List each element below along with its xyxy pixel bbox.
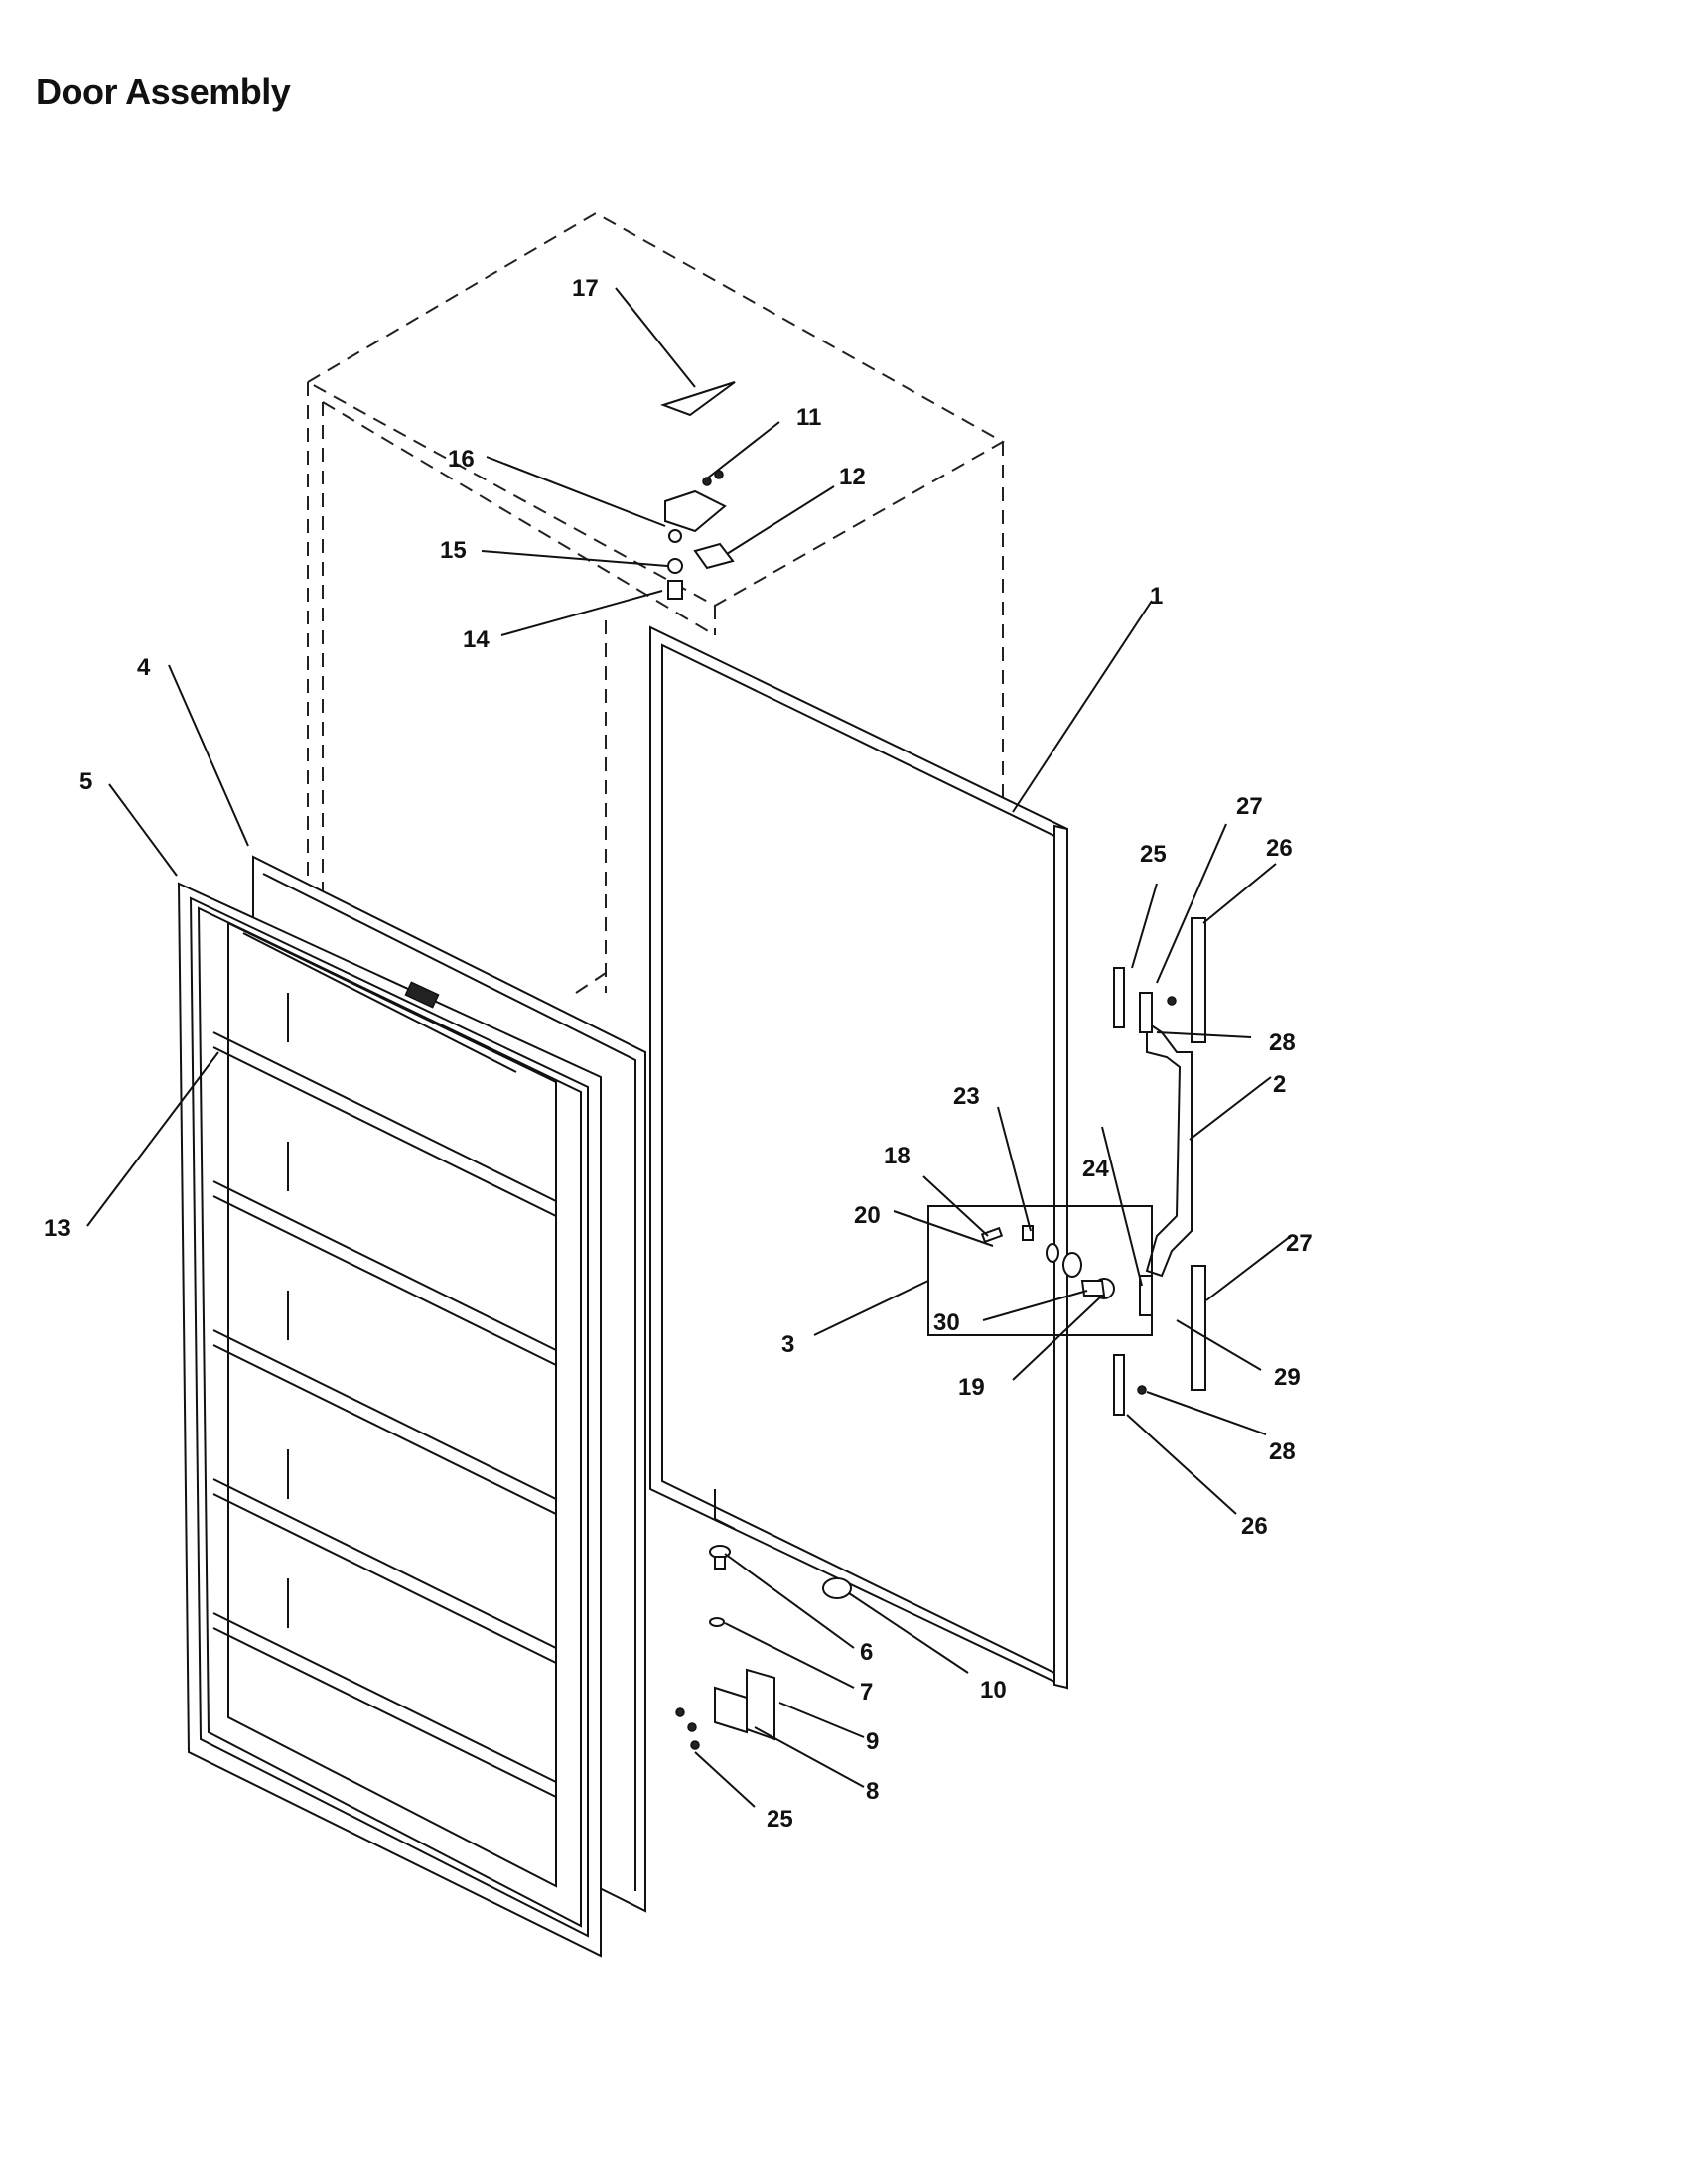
callout-16: 16 (448, 446, 475, 473)
callout-20: 20 (854, 1202, 881, 1229)
callout-14: 14 (463, 626, 490, 653)
top-hinge-hardware (659, 381, 736, 600)
callout-29: 25 (767, 1806, 793, 1833)
callout-labels: 17 11 12 16 15 14 1 4 5 13 27 26 25 28 2… (44, 275, 1313, 1833)
bottom-hinge-hardware (675, 1545, 852, 1750)
page-title: Door Assembly (36, 71, 291, 112)
callout-26-bottom: 27 (1286, 1230, 1313, 1257)
callout-23: 23 (953, 1083, 980, 1110)
lock-kit (927, 1205, 1153, 1336)
callout-15: 15 (440, 537, 467, 564)
callout-17: 17 (572, 275, 599, 302)
cabinet-outline (305, 211, 1006, 994)
callout-10: 10 (980, 1677, 1007, 1704)
callout-2: 2 (1273, 1071, 1286, 1098)
callout-6: 6 (860, 1639, 873, 1666)
callout-25-bottom: 26 (1241, 1513, 1268, 1540)
callout-27-top: 27 (1236, 793, 1263, 820)
callout-25-top: 25 (1140, 841, 1167, 868)
callout-8: 8 (866, 1778, 879, 1805)
callout-18: 18 (884, 1143, 911, 1169)
liner-shelves (212, 921, 557, 1888)
callout-30: 30 (933, 1309, 960, 1336)
callout-5: 5 (79, 768, 92, 795)
callout-28-bottom: 29 (1274, 1364, 1301, 1391)
callout-7: 7 (860, 1679, 873, 1706)
callout-24: 24 (1082, 1156, 1109, 1182)
callout-3: 3 (781, 1331, 794, 1358)
callout-27-bottom: 28 (1269, 1438, 1296, 1465)
callout-12: 12 (839, 464, 866, 490)
leader-lines (86, 287, 1292, 1808)
callout-19: 19 (958, 1374, 985, 1401)
door-gasket (177, 882, 602, 1958)
callout-26-top: 26 (1266, 835, 1293, 862)
callout-4: 4 (137, 654, 151, 681)
callout-13: 13 (44, 1215, 70, 1242)
outer-door-panel (649, 625, 1068, 1690)
door-handle (1113, 917, 1206, 1416)
callout-9: 9 (866, 1728, 879, 1755)
callout-28-top: 28 (1269, 1029, 1296, 1056)
callout-11: 11 (796, 404, 821, 431)
callout-1: 1 (1150, 583, 1163, 610)
